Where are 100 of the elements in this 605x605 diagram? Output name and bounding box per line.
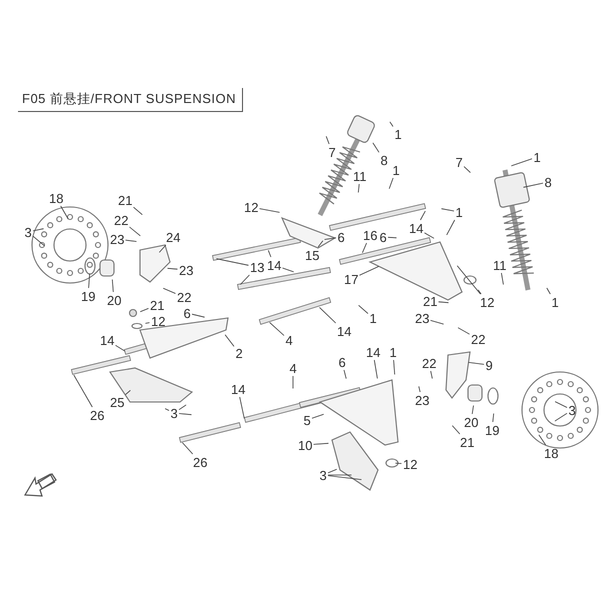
callout-number: 21: [460, 436, 474, 448]
callout-number: 5: [304, 414, 311, 426]
leader-line: [192, 314, 205, 318]
callout-number: 3: [24, 226, 32, 238]
callout-number: 22: [422, 356, 436, 370]
callout-number: 3: [170, 406, 178, 420]
leader-line: [259, 208, 280, 213]
leader-line: [328, 474, 352, 476]
leader-line: [438, 301, 449, 304]
leader-line: [125, 390, 131, 395]
callout-number: 2: [236, 346, 243, 360]
callout-number: 3: [568, 404, 576, 416]
callout-number: 1: [456, 206, 463, 218]
leader-line: [424, 232, 434, 239]
callout-number: 14: [366, 346, 380, 358]
callout-number: 22: [114, 214, 128, 226]
callout-number: 1: [552, 296, 559, 308]
leader-line: [374, 360, 378, 379]
leader-line: [145, 322, 150, 324]
callout-number: 6: [380, 230, 387, 244]
leader-line: [452, 425, 460, 434]
leader-line: [554, 412, 568, 422]
callout-number: 19: [485, 424, 500, 436]
leader-line: [140, 308, 149, 312]
leader-line: [224, 334, 234, 347]
leader-line: [395, 462, 402, 464]
leader-line: [182, 442, 194, 454]
callout-number: 26: [193, 456, 208, 468]
callout-number: 14: [267, 258, 282, 272]
callout-number: 10: [298, 438, 312, 452]
callout-number: 13: [250, 260, 264, 274]
leader-line: [468, 362, 484, 365]
leader-line: [358, 184, 360, 193]
leader-line: [178, 413, 192, 416]
leader-line: [239, 396, 245, 419]
callout-number: 9: [486, 358, 493, 372]
callout-number: 15: [305, 248, 320, 262]
callout-number: 19: [81, 290, 96, 302]
callout-number: 14: [337, 324, 352, 338]
leader-line: [388, 236, 397, 238]
callout-number: 1: [392, 164, 400, 176]
callout-number: 18: [544, 446, 558, 460]
callout-number: 24: [166, 230, 180, 244]
leader-line: [162, 288, 176, 294]
callout-number: 21: [423, 294, 438, 308]
callout-number: 17: [344, 272, 358, 286]
callout-number: 12: [403, 458, 418, 470]
leader-line: [88, 273, 90, 288]
leader-line: [178, 404, 186, 410]
leader-line: [158, 244, 166, 253]
leader-line: [73, 374, 93, 408]
leader-line: [282, 268, 294, 272]
leader-line: [538, 434, 546, 446]
leader-line: [430, 320, 444, 324]
leader-line: [328, 468, 338, 474]
leader-line: [60, 206, 69, 220]
leader-line: [510, 158, 532, 166]
leader-line: [393, 360, 396, 375]
leader-line: [112, 279, 114, 292]
callout-number: 8: [380, 154, 388, 166]
callout-number: 26: [90, 408, 104, 422]
leader-line: [115, 344, 126, 352]
callout-number: 6: [338, 230, 345, 244]
callout-number: 23: [415, 394, 430, 406]
leader-line: [318, 240, 324, 248]
leader-line: [492, 413, 494, 422]
callout-number: 20: [107, 294, 122, 306]
leader-line: [164, 408, 170, 411]
leader-line: [292, 376, 294, 389]
callout-number: 7: [456, 156, 463, 168]
callout-number: 7: [328, 146, 336, 158]
leader-line: [390, 122, 394, 127]
callout-number: 1: [394, 128, 402, 140]
callout-number: 21: [118, 194, 132, 206]
leader-line: [501, 272, 504, 285]
leader-line: [216, 258, 249, 266]
callout-number: 4: [290, 362, 297, 374]
leader-line: [446, 220, 456, 236]
callout-number: 23: [110, 232, 124, 246]
leader-line: [456, 265, 481, 294]
leader-line: [129, 226, 141, 236]
callout-number: 12: [151, 314, 166, 328]
callout-number: 6: [184, 306, 191, 320]
leader-line: [362, 242, 367, 254]
leader-line: [358, 304, 368, 314]
leader-line: [268, 250, 272, 258]
leader-line: [240, 274, 250, 285]
callout-number: 1: [370, 312, 377, 324]
leader-line: [420, 210, 426, 220]
callout-number: 22: [177, 290, 192, 304]
callout-number: 21: [150, 298, 164, 312]
callout-number: 14: [409, 222, 424, 234]
leader-line: [125, 240, 137, 242]
callout-number: 16: [363, 228, 378, 242]
leader-line: [167, 268, 178, 270]
leader-line: [32, 236, 45, 246]
callout-number: 8: [544, 176, 552, 188]
leader-line: [324, 237, 336, 240]
leader-line: [319, 307, 336, 324]
callout-number: 11: [493, 258, 506, 272]
